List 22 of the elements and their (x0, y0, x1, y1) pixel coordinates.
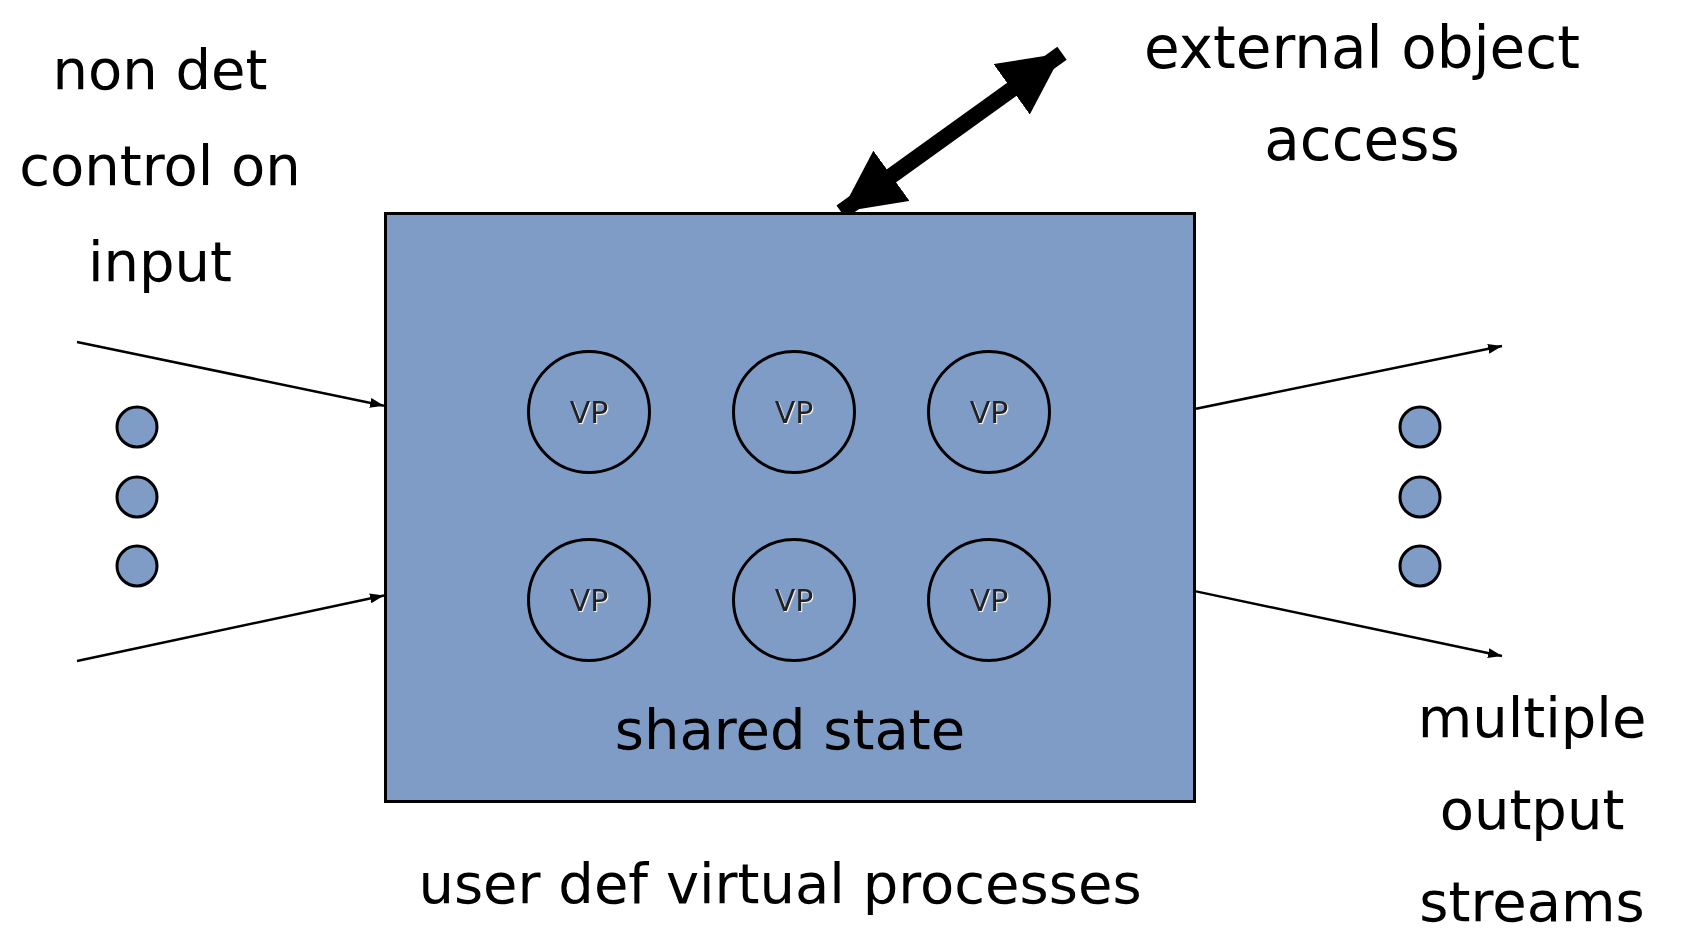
process-label: VP (569, 394, 609, 430)
arrow (1195, 590, 1503, 658)
caption-text: non det control on input (18, 36, 302, 296)
process-circle (527, 538, 651, 662)
box-title: shared state (613, 696, 967, 764)
process-label: VP (969, 394, 1009, 430)
process-circle (527, 350, 651, 474)
arrow (76, 340, 385, 408)
caption-text: user def virtual processes (417, 850, 1143, 918)
process-label: VP (774, 394, 814, 430)
arrow (1195, 343, 1503, 410)
process-circle (732, 538, 856, 662)
process-label: VP (774, 582, 814, 618)
process-circle (927, 538, 1051, 662)
shared-state-box (384, 212, 1196, 803)
process-label: VP (969, 582, 1009, 618)
arrow (76, 593, 385, 663)
caption-text: multiple output streams (1416, 684, 1648, 936)
external-object-text: external object access (1062, 2, 1662, 192)
process-circle (732, 350, 856, 474)
process-circle (927, 350, 1051, 474)
process-label: VP (569, 582, 609, 618)
